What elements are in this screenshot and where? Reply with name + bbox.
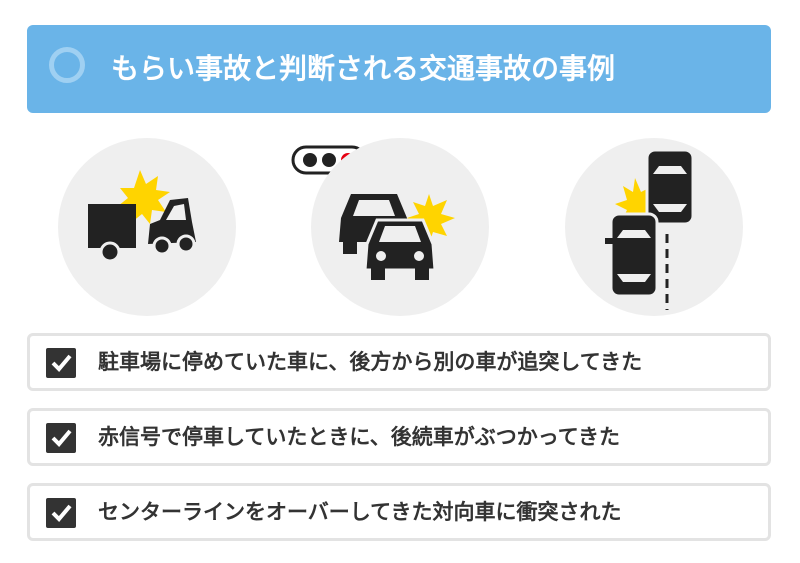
checklist-item: 駐車場に停めていた車に、後方から別の車が追突してきた: [27, 333, 771, 391]
illustration-centerline-collision: [565, 138, 743, 316]
rear-end-collision-cars-icon: [339, 194, 455, 280]
title-banner: もらい事故と判断される交通事故の事例: [27, 25, 771, 113]
checklist-item-text: センターラインをオーバーしてきた対向車に衝突された: [98, 500, 622, 524]
checklist-item-text: 駐車場に停めていた車に、後方から別の車が追突してきた: [98, 350, 643, 374]
checklist-item: センターラインをオーバーしてきた対向車に衝突された: [27, 483, 771, 541]
page-title: もらい事故と判断される交通事故の事例: [111, 52, 616, 85]
checkbox-checked-icon: [46, 498, 76, 528]
checklist-item-text: 赤信号で停車していたときに、後続車がぶつかってきた: [98, 425, 621, 449]
circle-mark-icon: [49, 47, 85, 83]
illustration-red-light-collision: [311, 138, 489, 316]
truck-rear-end-collision-icon: [88, 170, 196, 263]
checklist-item: 赤信号で停車していたときに、後続車がぶつかってきた: [27, 408, 771, 466]
centerline-collision-icon: [605, 148, 695, 310]
illustration-parked-collision: [58, 138, 236, 316]
checkbox-checked-icon: [46, 423, 76, 453]
checkbox-checked-icon: [46, 348, 76, 378]
